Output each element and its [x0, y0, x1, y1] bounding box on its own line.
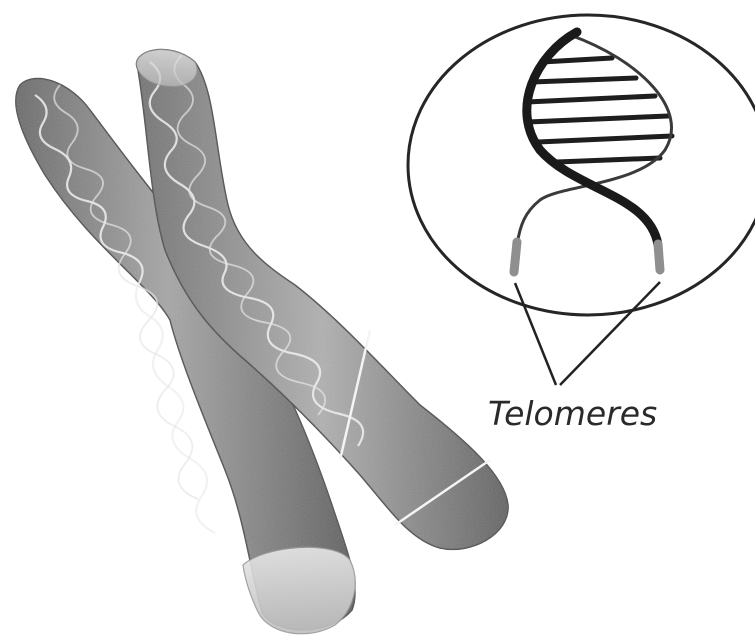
pointer-line-right: [560, 282, 660, 385]
chromatid-right-texture: [136, 50, 508, 550]
magnified-dna-view: Telomeres: [408, 15, 755, 433]
helix-base-pairs: [527, 58, 672, 162]
telomeres-label: Telomeres: [488, 394, 657, 433]
telomere-cap-left: [514, 242, 517, 272]
pointer-line-left: [515, 283, 556, 385]
telomere-cap-right: [658, 244, 660, 270]
chromatid-right: [136, 50, 508, 550]
telomere-cap-bottom-left: [243, 547, 355, 634]
